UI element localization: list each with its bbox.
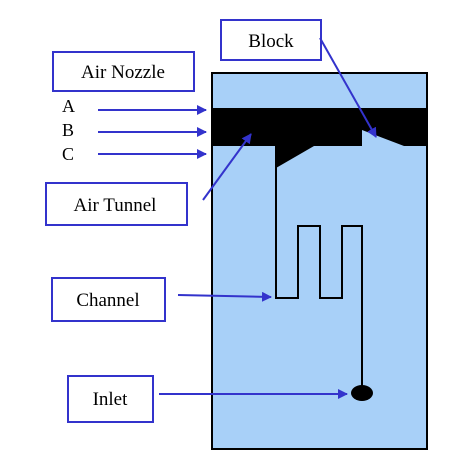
nozzle-letter-c: C: [62, 144, 74, 164]
serpentine-channel: [275, 146, 363, 390]
nozzle-letter-b: B: [62, 120, 74, 140]
inlet-label: Inlet: [93, 389, 129, 410]
air-nozzle-bar: [212, 108, 427, 146]
block-label: Block: [248, 31, 294, 52]
air-nozzle-label: Air Nozzle: [81, 62, 165, 83]
inlet-label-box: [67, 375, 154, 423]
block-arrow: [319, 37, 377, 138]
air-tunnel-label-box: [45, 182, 188, 226]
inlet-port: [351, 385, 373, 401]
nozzle-letter-a: A: [62, 96, 75, 116]
air-nozzle-label-box: [52, 51, 195, 92]
air-tunnel-label: Air Tunnel: [74, 195, 157, 216]
channel-arrow: [177, 291, 272, 302]
channel-label: Channel: [76, 290, 139, 311]
block-label-box: [220, 19, 322, 61]
channel-label-box: [51, 277, 166, 322]
air-tunnel-arrow: [202, 133, 252, 201]
air-tunnel-wedge: [276, 146, 314, 168]
